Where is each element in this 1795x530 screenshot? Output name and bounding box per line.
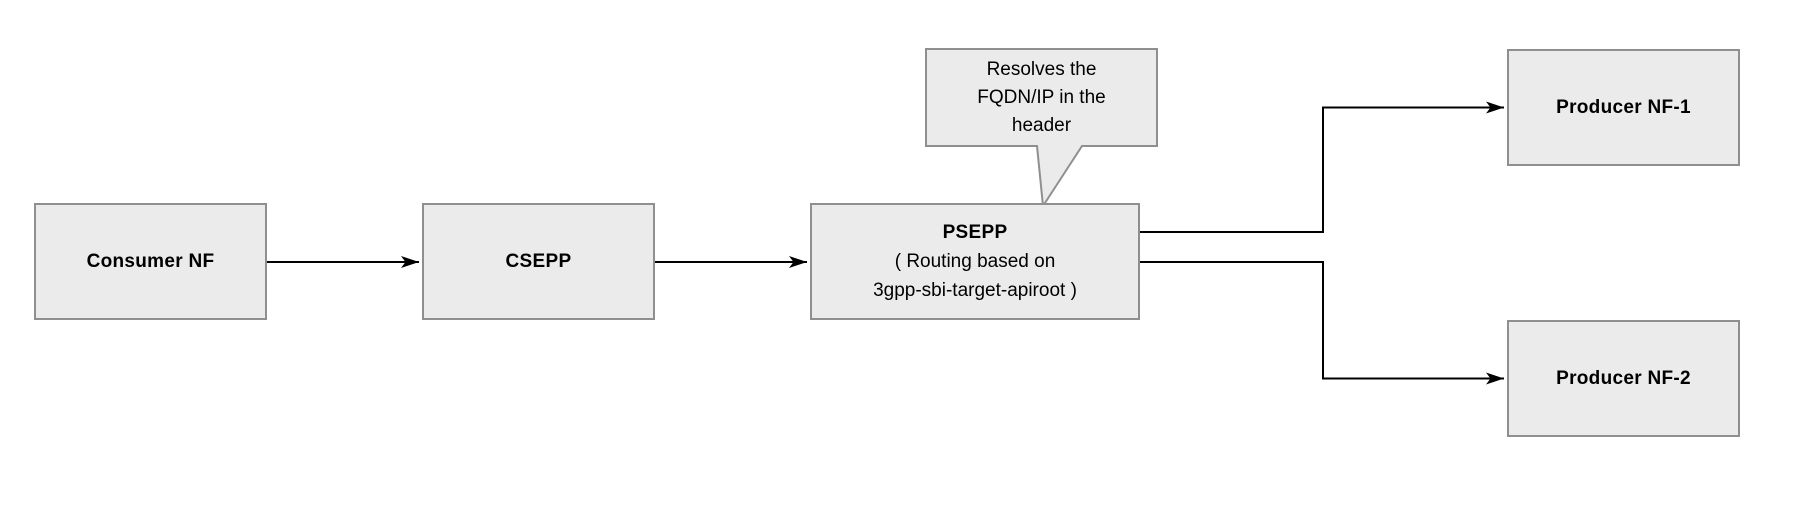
node-psepp: PSEPP ( Routing based on 3gpp-sbi-target… (810, 203, 1140, 320)
arrow-psepp-to-producer-nf-2 (1140, 261, 1504, 385)
node-psepp-sublabel-line2: 3gpp-sbi-target-apiroot ) (873, 280, 1077, 301)
node-csepp: CSEPP (422, 203, 655, 320)
callout-note-line3: header (1011, 114, 1072, 136)
node-producer-nf-2: Producer NF-2 (1507, 320, 1740, 437)
node-producer-nf-2-label: Producer NF-2 (1556, 367, 1691, 389)
callout-note-line1: Resolves the (986, 58, 1097, 80)
node-producer-nf-1: Producer NF-1 (1507, 49, 1740, 166)
callout-note-line2: FQDN/IP in the (977, 86, 1106, 108)
node-consumer-nf: Consumer NF (34, 203, 267, 320)
node-consumer-nf-label: Consumer NF (86, 250, 215, 272)
callout-bubble-shape (925, 48, 1158, 209)
node-csepp-label: CSEPP (505, 250, 572, 272)
callout-note: Resolves the FQDN/IP in the header (926, 49, 1157, 146)
node-psepp-sublabel-line1: ( Routing based on (894, 251, 1056, 272)
arrow-psepp-to-producer-nf-1 (1140, 101, 1504, 233)
node-psepp-label: PSEPP (942, 222, 1008, 243)
node-producer-nf-1-label: Producer NF-1 (1556, 96, 1691, 118)
